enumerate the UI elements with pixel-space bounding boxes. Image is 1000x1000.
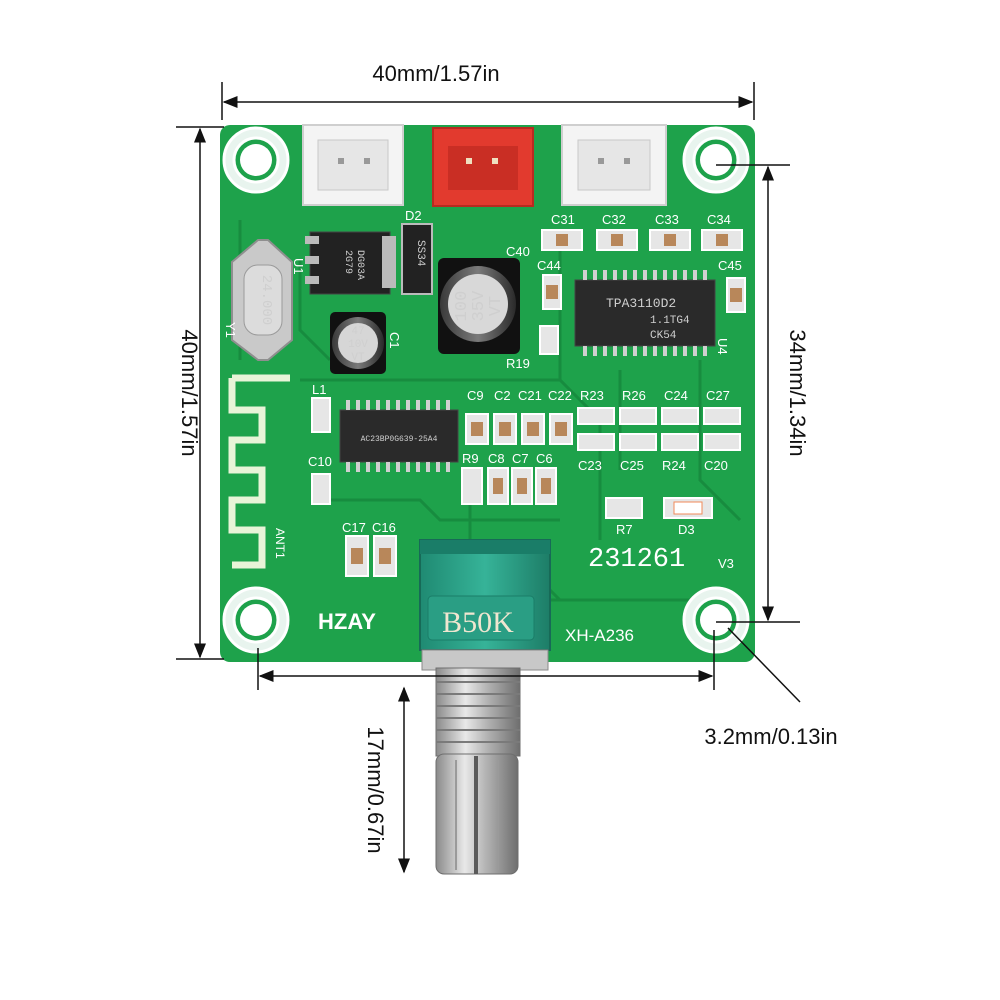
connector-right [561,124,667,206]
connector-power-red [432,127,534,207]
antenna-trace [228,374,290,569]
connector-left [302,124,404,206]
label-r19: R19 [506,356,530,371]
label-c1: C1 [387,332,402,349]
pcb-traces [238,220,742,602]
label-c8: C8 [488,451,505,466]
label-c45: C45 [718,258,742,273]
label-c40: C40 [506,244,530,259]
cap-small-value: 47 [351,326,364,338]
knob-length-dimension-label: 17mm/0.67in [363,726,388,853]
label-r9: R9 [462,451,479,466]
diode-marking: SS34 [414,240,426,267]
bt-chip-marking: AC23BP0G639-25A4 [361,435,438,444]
crystal-marking: 24.000 [258,275,274,325]
regulator-u1: DG03A 2G79 [305,231,396,295]
label-c2: C2 [494,388,511,403]
pot-marking: B50K [442,606,514,639]
brand-label: HZAY [318,609,376,634]
label-r7: R7 [616,522,633,537]
label-c22: C22 [548,388,572,403]
label-r26: R26 [622,388,646,403]
capacitor-c40: 100 35V VT [438,258,520,354]
label-c16: C16 [372,520,396,535]
mount-hole-tl [222,126,290,194]
amp-chip-marking: TPA3110D2 [606,296,676,311]
label-c32: C32 [602,212,626,227]
label-c44: C44 [537,258,561,273]
label-c23: C23 [578,458,602,473]
label-c6: C6 [536,451,553,466]
label-c9: C9 [467,388,484,403]
label-r24: R24 [662,458,686,473]
label-c31: C31 [551,212,575,227]
hole-span-dimension-label: 34mm/1.34in [785,329,810,456]
pot-shaft [435,667,521,875]
label-l1: L1 [312,382,326,397]
label-d2: D2 [405,208,422,223]
silkscreen-labels: C31 C32 C33 C34 C9 C2 C21 C22 R23 R26 C2… [223,208,742,559]
cap-small-brand: VT [351,352,365,364]
amp-chip-code2: CK54 [650,330,677,342]
label-c34: C34 [707,212,731,227]
width-dimension-label: 40mm/1.57in [372,61,499,86]
amp-chip-u4: TPA3110D2 1.1TG4 CK54 [574,270,716,356]
label-c17: C17 [342,520,366,535]
regulator-marking-1: DG03A [354,250,365,280]
amp-chip-code: 1.1TG4 [650,315,690,327]
label-c20: C20 [704,458,728,473]
bt-chip: AC23BP0G639-25A4 [339,400,459,472]
mount-hole-tr [682,126,750,194]
mount-hole-bl [222,586,290,654]
label-c24: C24 [664,388,688,403]
capacitor-c1: 47 10V VT [330,312,386,374]
label-ant1: ANT1 [273,528,287,559]
label-c10: C10 [308,454,332,469]
crystal-y1: 24.000 [231,239,293,361]
label-y1: Y1 [223,322,238,338]
version-label: V3 [718,556,734,571]
label-d3: D3 [678,522,695,537]
regulator-marking-2: 2G79 [342,250,353,274]
cap-large-value: 100 [453,291,472,322]
hole-diameter-dimension-label: 3.2mm/0.13in [704,724,837,749]
label-u4: U4 [715,338,730,355]
mount-hole-br [682,586,750,654]
label-u1: U1 [291,258,306,275]
potentiometer: B50K [419,539,551,671]
model-label: XH-A236 [565,626,634,645]
label-c33: C33 [655,212,679,227]
serial-number: 231261 [588,545,685,575]
label-c7: C7 [512,451,529,466]
label-r23: R23 [580,388,604,403]
label-c27: C27 [706,388,730,403]
smd-components [311,229,746,577]
dimension-lines [176,82,801,874]
cap-large-brand: VT [487,296,506,316]
diode-d2: SS34 [401,223,433,295]
cap-large-voltage: 35V [470,290,489,321]
cap-small-voltage: 10V [348,339,368,351]
label-c25: C25 [620,458,644,473]
height-dimension-label: 40mm/1.57in [177,329,202,456]
label-c21: C21 [518,388,542,403]
